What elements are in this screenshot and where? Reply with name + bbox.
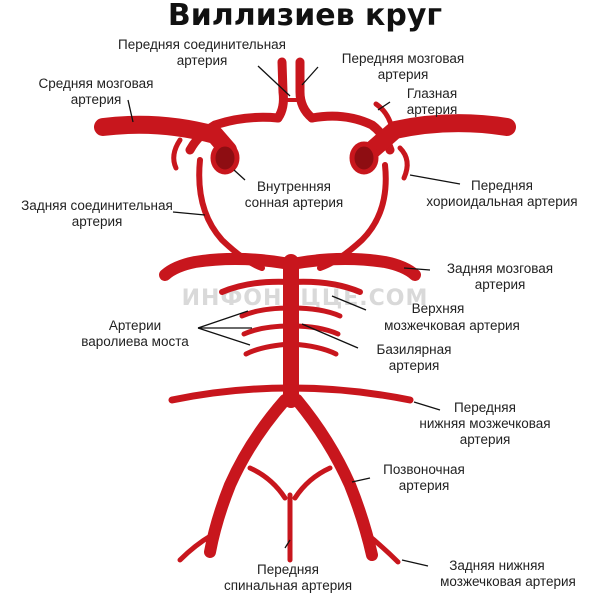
label-posterior-cerebral-2: артерия [475,277,526,292]
aica-left [168,384,294,404]
pointer-posterior-cerebral [403,267,431,271]
pointer-anterior-cerebral [301,66,319,86]
pica-right [365,532,401,565]
posterior-cerebral-artery-left [159,252,296,281]
label-basilar-2: артерия [389,358,440,373]
label-ophthalmic-2: артерия [407,102,458,117]
labels: Передняя соединительная артерия Передняя… [21,37,577,593]
anterior-choroidal-artery [397,145,410,181]
label-pontine-1: Артерии [109,318,161,333]
pointer-ophthalmic [377,101,391,111]
internal-carotid-left [210,141,240,175]
pointer-middle-cerebral [127,99,134,123]
label-vertebral-2: артерия [399,478,450,493]
label-ophthalmic-1: Глазная [407,86,457,101]
label-anterior-spinal-1: Передняя [257,562,319,577]
pointer-anterior-spinal [284,539,291,549]
label-middle-cerebral-1: Средняя мозговая [39,76,154,91]
vertebral-artery-right [291,394,378,561]
label-anterior-spinal-2: спинальная артерия [224,578,352,593]
label-anterior-choroidal-1: Передняя [471,178,533,193]
pointer-basilar [301,323,359,349]
internal-carotid-right [349,141,379,175]
arteries-group [94,57,516,565]
pointer-pontine-1 [197,310,249,329]
label-posterior-communicating-1: Задняя соединительная [21,198,173,213]
anterior-spinal-artery [247,465,333,563]
anterior-cerebral-artery-left [273,57,288,123]
pointer-internal-carotid [233,169,246,181]
label-pica-2: мозжечковая артерия [440,574,576,589]
label-posterior-communicating-2: артерия [72,214,123,229]
posterior-communicating-left [196,157,265,271]
superior-cerebellar-artery-right [289,278,363,295]
pointer-anterior-communicating [257,65,291,97]
label-aica-1: Передняя [454,400,516,415]
label-anterior-choroidal-2: хориоидальная артерия [426,194,577,209]
middle-cerebral-artery-right [363,114,516,159]
aica-right [288,384,414,404]
label-middle-cerebral-2: артерия [71,92,122,107]
diagram-title: Виллизиев круг [168,0,442,33]
anterior-cerebral-artery-right [295,57,317,123]
posterior-cerebral-artery-right [286,252,421,281]
pointer-superior-cerebellar [331,295,367,311]
label-pica-1: Задняя нижняя [449,558,544,573]
superior-cerebellar-artery-left [219,278,293,295]
anterior-arc-left [185,112,283,155]
label-superior-cerebellar-1: Верхняя [412,301,465,316]
label-superior-cerebellar-2: мозжечковая артерия [384,318,520,333]
pica-left [177,532,215,563]
label-anterior-communicating-1: Передняя соединительная [118,37,286,52]
pointer-lines [127,65,461,567]
vertebral-artery-left [204,394,291,558]
label-anterior-cerebral-2: артерия [378,67,429,82]
label-internal-carotid-2: сонная артерия [245,195,344,210]
label-aica-3: артерия [460,432,511,447]
label-anterior-communicating-2: артерия [177,53,228,68]
mca-branch-left [171,137,183,171]
label-posterior-cerebral-1: Задняя мозговая [447,261,553,276]
label-pontine-2: варолиева моста [81,334,189,349]
pointer-pica [401,559,429,567]
pointer-pontine-3 [197,327,251,346]
pointer-aica [413,401,441,411]
middle-cerebral-artery-left [94,115,237,159]
pointer-posterior-communicating [172,211,206,216]
label-vertebral-1: Позвоночная [383,462,465,477]
label-aica-2: нижняя мозжечковая [419,416,550,431]
label-anterior-cerebral-1: Передняя мозговая [342,51,464,66]
label-internal-carotid-1: Внутренняя [257,179,331,194]
ophthalmic-artery [373,101,395,131]
pointer-anterior-choroidal [409,174,461,185]
pointer-vertebral [351,477,371,483]
label-basilar-1: Базилярная [377,342,452,357]
